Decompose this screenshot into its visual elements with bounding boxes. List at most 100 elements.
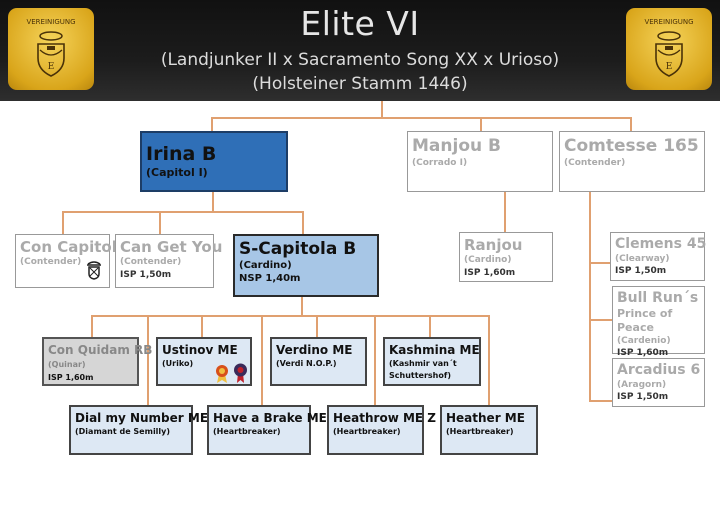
horse-name: Can Get You (120, 238, 223, 256)
horse-name: Comtesse 165 (564, 136, 699, 156)
horse-card-manjou-b[interactable]: Manjou B (Corrado I) (407, 131, 553, 192)
page-title: Elite VI (300, 4, 420, 43)
horse-card-kashmina-me[interactable]: Kashmina ME (Kashmir van´t Schuttershof) (383, 337, 481, 386)
connector (147, 315, 149, 405)
horse-card-verdino-me[interactable]: Verdino ME (Verdi N.O.P.) (270, 337, 367, 386)
horse-name: Ustinov ME (162, 343, 238, 357)
blue-rosette-icon (234, 363, 247, 383)
connector (62, 211, 64, 234)
horse-performance: ISP 1,60m (617, 348, 669, 358)
horse-sire: (Capitol I) (146, 166, 208, 179)
horse-sire: (Aragorn) (617, 380, 667, 390)
connector (374, 315, 376, 405)
horse-sire: (Heartbreaker) (213, 427, 281, 436)
horse-card-heather-me[interactable]: Heather ME (Heartbreaker) (440, 405, 538, 455)
svg-text:VEREINIGUNG: VEREINIGUNG (644, 18, 693, 26)
connector (302, 211, 304, 234)
connector (429, 315, 431, 337)
horse-name: Dial my Number ME (75, 411, 209, 425)
connector (159, 211, 161, 234)
horse-sire: (Diamant de Semilly) (75, 427, 171, 436)
horse-performance: NSP 1,40m (239, 273, 301, 284)
horse-card-s-capitola-b[interactable]: S-Capitola B (Cardino) NSP 1,40m (233, 234, 379, 297)
horse-name: S-Capitola B (239, 239, 357, 259)
connector (91, 315, 93, 337)
horse-card-bull-runs-prince-of-peace[interactable]: Bull Run´s Prince of Peace (Cardenio) IS… (612, 286, 705, 358)
crest-icon: VEREINIGUNG E (26, 18, 76, 77)
crest-icon: VEREINIGUNG E (644, 18, 694, 77)
horse-performance: ISP 1,60m (464, 268, 516, 278)
deceased-badge-icon (87, 261, 101, 280)
connector (504, 191, 506, 232)
horse-name: Clemens 45 (615, 236, 707, 252)
connector (488, 315, 490, 405)
connector (91, 315, 490, 317)
horse-card-heathrow-me-z[interactable]: Heathrow ME Z (Heartbreaker) (327, 405, 437, 455)
connector (630, 117, 632, 132)
horse-name: Con Capitol (20, 238, 117, 256)
horse-name: Kashmina ME (389, 343, 480, 357)
horse-name: Bull Run´s (617, 290, 699, 306)
breeder-logo-left: VEREINIGUNG E (8, 8, 94, 90)
header: VEREINIGUNG E Elite VI (Landjunker II x … (0, 0, 720, 101)
horse-card-ustinov-me[interactable]: Ustinov ME (Uriko) (156, 337, 252, 386)
connector (589, 400, 612, 402)
horse-sire: (Contender) (564, 158, 626, 168)
svg-text:E: E (48, 62, 55, 72)
connector (589, 191, 591, 401)
connector (381, 101, 383, 118)
gold-rosette-icon (216, 365, 228, 383)
connector (211, 117, 632, 119)
horse-name: Manjou B (412, 136, 501, 156)
connector (261, 315, 263, 405)
horse-name: Con Quidam RB (48, 343, 153, 357)
connector (211, 117, 213, 132)
pedigree-subtitle: (Landjunker II x Sacramento Song XX x Ur… (160, 50, 560, 70)
horse-name: Heathrow ME Z (333, 411, 437, 425)
horse-sire-line2: Schuttershof) (389, 371, 452, 380)
connector (301, 296, 303, 316)
horse-card-clemens-45[interactable]: Clemens 45 (Clearway) ISP 1,50m (610, 232, 707, 281)
horse-name: Arcadius 6 (617, 362, 701, 378)
horse-card-can-get-you[interactable]: Can Get You (Contender) ISP 1,50m (115, 234, 223, 288)
connector (480, 117, 482, 132)
horse-sire: (Cardenio) (617, 336, 671, 346)
connector (316, 315, 318, 337)
connector (212, 191, 214, 212)
horse-performance: ISP 1,60m (48, 373, 94, 382)
horse-card-irina-b[interactable]: Irina B (Capitol I) (140, 131, 288, 192)
horse-sire: (Heartbreaker) (333, 427, 401, 436)
horse-performance: ISP 1,50m (615, 266, 667, 276)
horse-sire: (Corrado I) (412, 158, 468, 168)
connector (589, 319, 612, 321)
horse-name: Irina B (146, 143, 217, 165)
horse-sire: (Cardino) (464, 255, 512, 265)
horse-sire: (Verdi N.O.P.) (276, 359, 337, 368)
horse-name-line2: Prince of Peace (617, 307, 673, 334)
horse-card-arcadius-6[interactable]: Arcadius 6 (Aragorn) ISP 1,50m (612, 358, 705, 407)
horse-name: Verdino ME (276, 343, 353, 357)
horse-card-comtesse-165[interactable]: Comtesse 165 (Contender) (559, 131, 705, 192)
horse-name: Heather ME (446, 411, 525, 425)
connector (201, 315, 203, 337)
horse-card-con-quidam-rb[interactable]: Con Quidam RB (Quinar) ISP 1,60m (42, 337, 153, 386)
horse-sire: (Heartbreaker) (446, 427, 514, 436)
horse-name: Ranjou (464, 236, 523, 254)
horse-sire: (Kashmir van´t (389, 359, 457, 368)
horse-sire: (Uriko) (162, 359, 194, 368)
horse-name: Have a Brake ME (213, 411, 327, 425)
stamm-subtitle: (Holsteiner Stamm 1446) (252, 74, 468, 94)
svg-text:E: E (666, 62, 673, 72)
horse-card-have-a-brake-me[interactable]: Have a Brake ME (Heartbreaker) (207, 405, 327, 455)
connector (62, 211, 303, 213)
horse-sire: (Clearway) (615, 254, 670, 264)
breeder-logo-right: VEREINIGUNG E (626, 8, 712, 90)
horse-performance: ISP 1,50m (617, 392, 669, 402)
horse-sire: (Contender) (20, 257, 82, 267)
horse-performance: ISP 1,50m (120, 270, 172, 280)
svg-text:VEREINIGUNG: VEREINIGUNG (26, 18, 75, 26)
horse-card-dial-my-number-me[interactable]: Dial my Number ME (Diamant de Semilly) (69, 405, 209, 455)
horse-sire: (Cardino) (239, 260, 292, 271)
horse-card-con-capitol[interactable]: Con Capitol (Contender) (15, 234, 117, 288)
horse-card-ranjou[interactable]: Ranjou (Cardino) ISP 1,60m (459, 232, 553, 282)
